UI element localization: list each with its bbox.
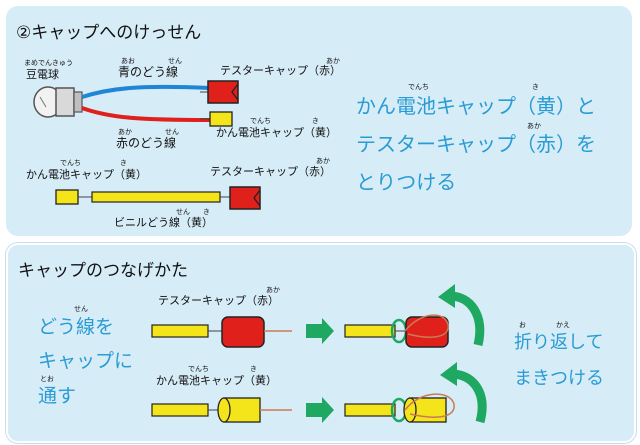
vinyl-ruby: せん (176, 208, 190, 216)
curved-arrow-icon (438, 284, 485, 347)
left-ruby: とお (40, 375, 54, 383)
bulb-label: 豆電球 (26, 68, 59, 81)
instruction-line-1: かん電池キャップ（黄）と (356, 94, 596, 118)
tester-cap-label: テスターキャップ（赤） (158, 294, 279, 307)
green-arrow-2 (306, 397, 334, 423)
right-ruby: お (519, 321, 526, 329)
light-bulb-icon (33, 86, 83, 118)
blue-wire-ruby: あお (121, 57, 135, 65)
red-wire-ruby: せん (165, 128, 179, 136)
battery-ruby: でんち (250, 117, 271, 125)
vinyl-wire-label: ビニルどう線（黄） (114, 216, 213, 229)
battery-ruby: でんち (188, 365, 209, 373)
tester-cap-label: テスターキャップ（赤） (220, 64, 341, 77)
battery-ruby: でんち (60, 159, 81, 167)
battery-cap-step-before (151, 397, 292, 423)
green-arrow-1 (306, 318, 334, 344)
instruction-line-2: テスターキャップ（赤）を (356, 132, 596, 156)
left-line-3: 通す (38, 385, 77, 407)
blue-wire-label: 青のどう線 (118, 65, 179, 79)
tester-cap-red-1 (200, 80, 239, 104)
battery-cap-yellow-1 (200, 111, 233, 127)
section-title: キャップのつなげかた (18, 261, 188, 281)
battery-ruby: き (250, 365, 257, 373)
red-wire-label: 赤のどう線 (116, 136, 177, 150)
tester-ruby: あか (266, 286, 280, 294)
tester-cap-step-after (344, 314, 449, 348)
tester-ruby: あか (326, 57, 340, 65)
tester-ruby: あか (316, 157, 330, 165)
battery-cap-step-after (344, 393, 455, 423)
red-wire (81, 106, 211, 122)
instruction-ruby: あか (527, 122, 541, 130)
vinyl-ruby: き (203, 208, 210, 216)
instruction-line-3: とりつける (356, 170, 457, 194)
section-title: ②キャップへのけっせん (16, 23, 202, 43)
battery-ruby: き (120, 159, 127, 167)
blue-wire-ruby: せん (168, 57, 182, 65)
left-ruby: せん (74, 305, 88, 313)
battery-cap-label: かん電池キャップ（黄） (216, 126, 337, 139)
battery-ruby: き (312, 117, 319, 125)
instruction-ruby: き (532, 83, 539, 91)
right-ruby: かえ (556, 321, 570, 329)
blue-wire (81, 84, 211, 99)
bulb-ruby: まめでんきゅう (24, 59, 73, 67)
instruction-ruby: でんち (408, 83, 429, 91)
tester-cap-step-before (151, 316, 292, 348)
curved-arrow-icon (440, 362, 487, 424)
right-line-1: 折り返して (514, 332, 604, 353)
tester-cap-label: テスターキャップ（赤） (210, 165, 331, 178)
red-wire-ruby: あか (118, 128, 132, 136)
battery-cap-label: かん電池キャップ（黄） (26, 168, 147, 181)
battery-cap-label: かん電池キャップ（黄） (156, 374, 277, 387)
left-line-2: キャップに (38, 350, 134, 372)
right-line-2: まきつける (514, 368, 604, 389)
vinyl-wire-assembly (55, 186, 261, 210)
left-line-1: どう線を (38, 316, 115, 338)
